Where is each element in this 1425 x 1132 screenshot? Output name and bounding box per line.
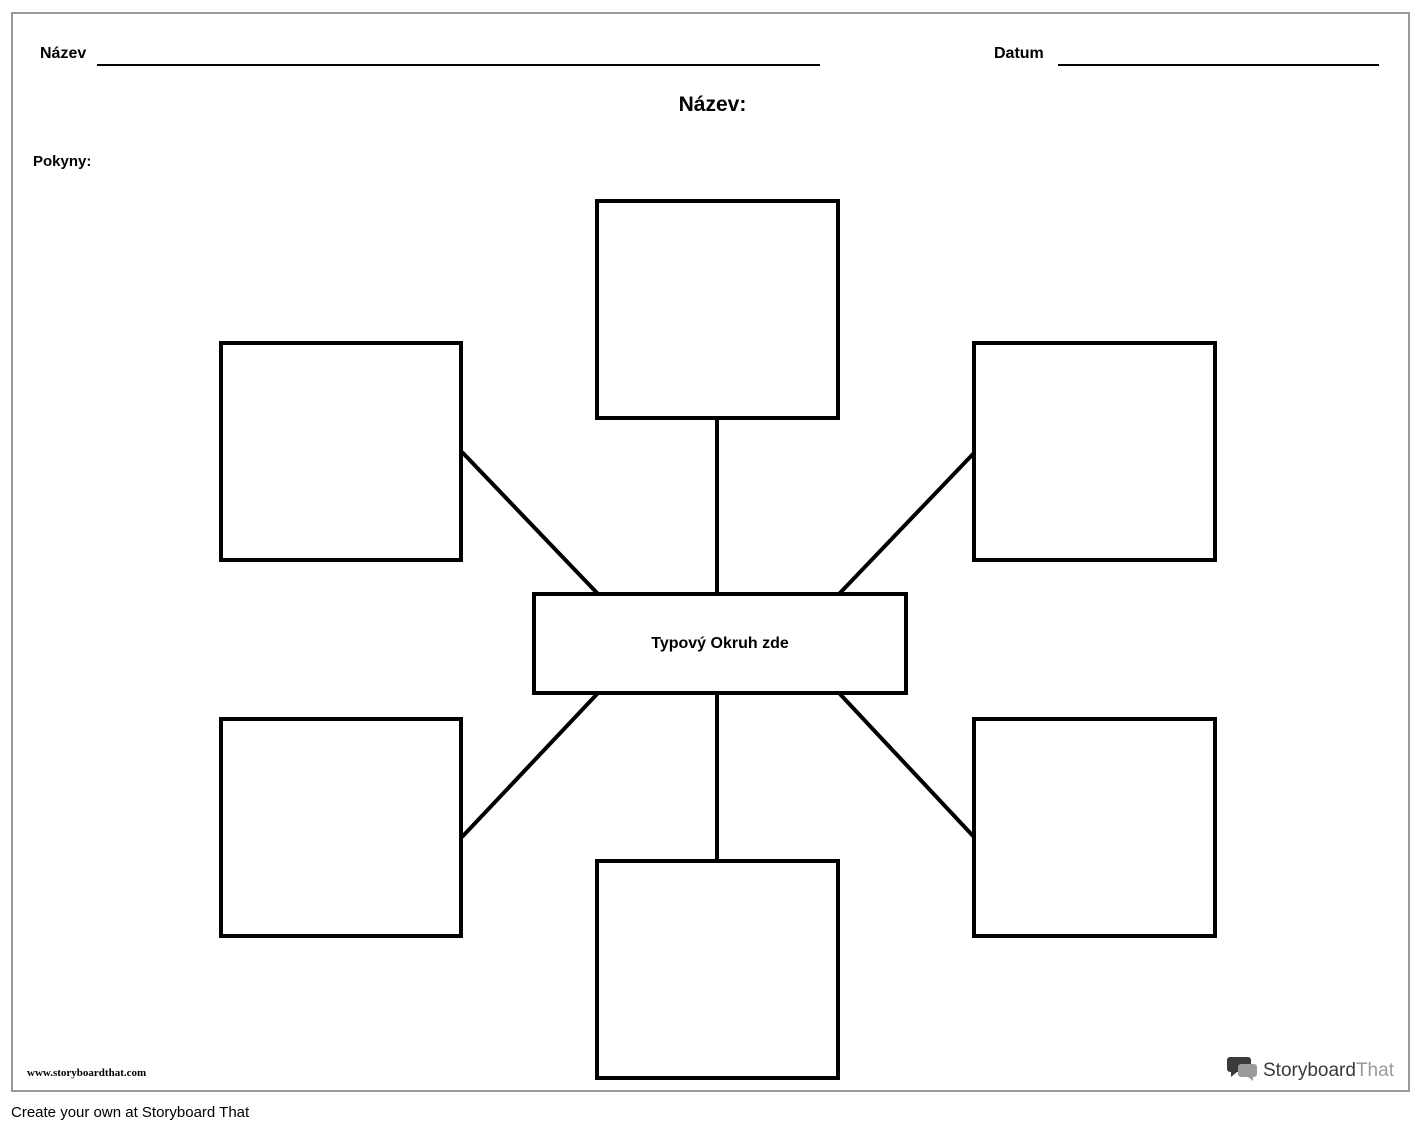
connector-top-right <box>837 451 976 596</box>
date-label: Datum <box>994 45 1044 62</box>
outer-box-top[interactable] <box>595 199 840 420</box>
center-box[interactable] <box>532 592 908 695</box>
outer-box-bottom-right[interactable] <box>972 717 1217 938</box>
outer-box-top-right[interactable] <box>972 341 1217 562</box>
instructions-label: Pokyny: <box>33 153 92 170</box>
connector-bottom-right <box>837 691 976 839</box>
name-label: Název <box>40 45 87 62</box>
outer-box-bottom-left[interactable] <box>219 717 463 938</box>
logo-text-dark: Storyboard <box>1263 1060 1356 1081</box>
outer-box-top-left[interactable] <box>219 341 463 562</box>
logo-text-light: That <box>1355 1060 1394 1081</box>
speech-bubbles-icon <box>1227 1055 1259 1087</box>
storyboardthat-logo: StoryboardThat <box>1227 1055 1394 1087</box>
name-field-line[interactable] <box>97 64 820 66</box>
site-url: www.storyboardthat.com <box>27 1067 147 1079</box>
footer-link[interactable]: Create your own at Storyboard That <box>11 1104 250 1121</box>
connector-top-left <box>460 450 600 596</box>
date-field-line[interactable] <box>1058 64 1379 66</box>
outer-box-bottom[interactable] <box>595 859 840 1080</box>
page-title: Název: <box>678 93 747 116</box>
center-topic-text: Typový Okruh zde <box>651 635 789 652</box>
connector-bottom-left <box>460 691 600 839</box>
